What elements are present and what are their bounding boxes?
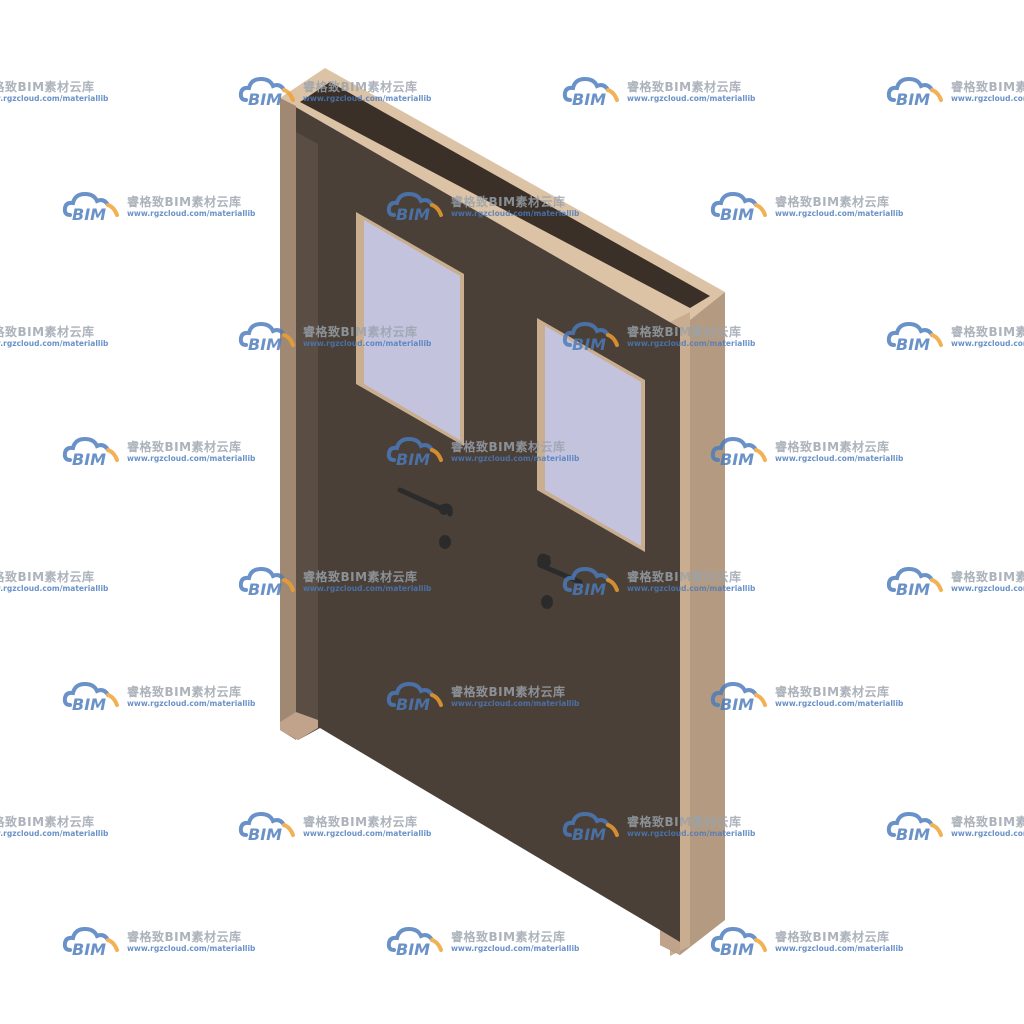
right-door-handle [537,553,583,609]
left-window-glass [364,220,460,440]
frame-bottom-foot-right [660,930,680,955]
frame-bottom-foot-left [280,712,318,740]
frame-top-shadow [300,82,710,308]
frame-left-jamb-light [280,98,296,740]
right-window-glass [545,326,641,546]
left-door-handle [397,487,453,549]
frame-left-jamb [296,132,318,722]
